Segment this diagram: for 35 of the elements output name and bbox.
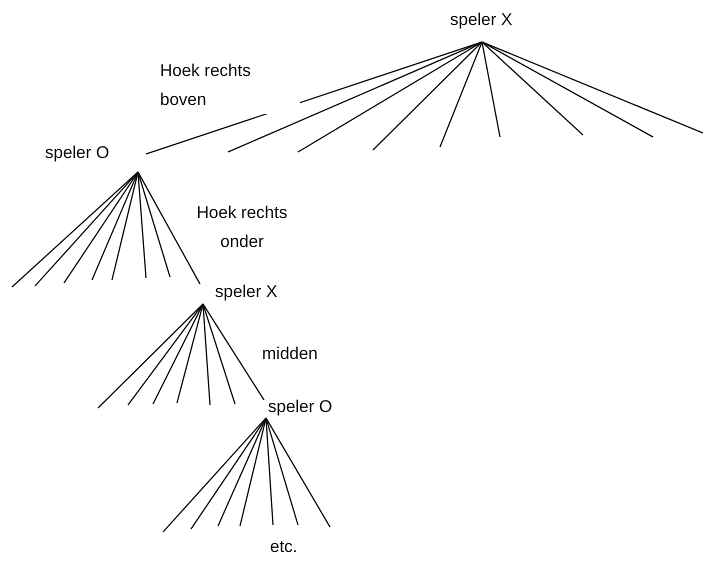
tree-branch-line	[202, 304, 211, 406]
player-label: speler O	[268, 397, 332, 417]
tree-branch-line	[482, 41, 703, 134]
tree-branch-line	[127, 304, 204, 406]
player-label: speler X	[215, 282, 278, 302]
tree-branch-line	[98, 304, 204, 408]
tree-branch-line	[152, 304, 204, 404]
tree-branch-line	[298, 41, 482, 153]
tree-branch-line	[482, 41, 654, 138]
tree-branch-line	[265, 418, 331, 528]
tree-branch-line	[481, 42, 501, 138]
tree-branch-line	[12, 172, 138, 288]
player-label: speler O	[45, 143, 110, 163]
tree-branch-line	[63, 172, 139, 284]
tree-branch-line	[265, 418, 299, 526]
tree-branch-line	[439, 42, 483, 148]
tree-branch-line	[111, 172, 139, 280]
tree-branch-line	[482, 42, 584, 136]
tree-branch-line	[372, 42, 482, 150]
tree-branch-line	[265, 418, 274, 526]
tree-branch-line	[217, 418, 267, 526]
tree-branch-line	[176, 304, 204, 404]
tree-branch-line	[239, 418, 267, 526]
tree-branch-line	[137, 172, 171, 278]
tree-branch-line	[91, 172, 139, 280]
tree-branch-line	[228, 41, 482, 153]
tree-branch-line	[146, 41, 482, 155]
tree-branch-line	[202, 304, 236, 404]
tree-branch-line	[190, 418, 267, 530]
player-label: speler X	[450, 10, 512, 30]
tree-branch-line	[202, 304, 265, 400]
tree-branch-line	[137, 172, 201, 284]
tree-branch-line	[137, 172, 147, 278]
tree-branch-line	[162, 418, 266, 532]
tree-branch-line	[34, 172, 138, 286]
